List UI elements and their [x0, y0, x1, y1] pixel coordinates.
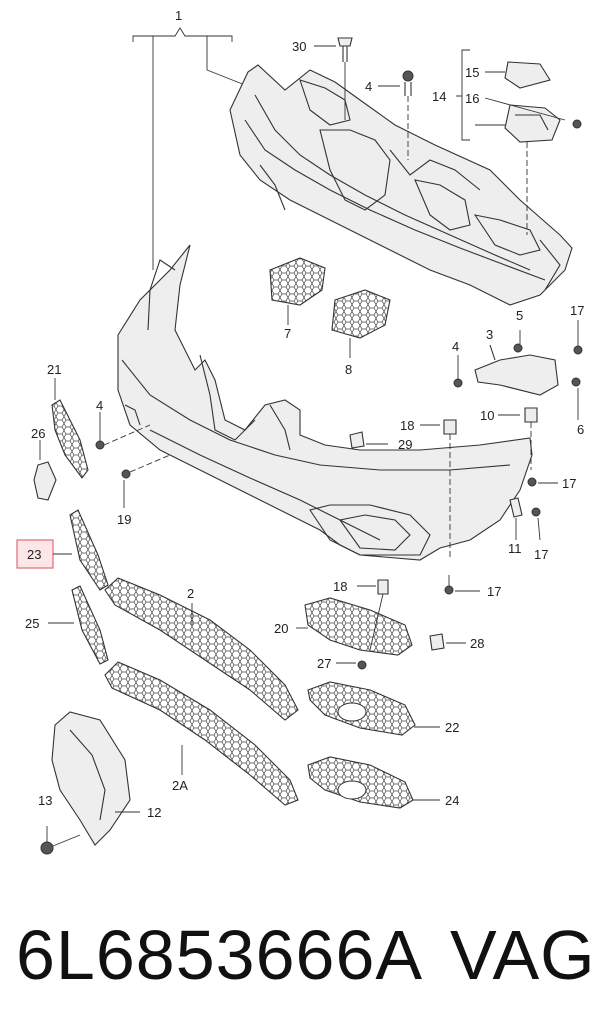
fog-grille-20 [296, 597, 413, 656]
clip-28 [429, 633, 466, 651]
brand-label: VAG [450, 916, 596, 994]
fog-grille-24 [307, 756, 440, 809]
callout-21: 21 [47, 362, 61, 377]
callout-13: 13 [38, 793, 52, 808]
callout-27: 27 [317, 656, 331, 671]
callout-17-d: 17 [487, 584, 501, 599]
left-trim-21-26 [33, 378, 171, 508]
callout-23: 23 [27, 547, 41, 562]
callout-2: 2 [187, 586, 194, 601]
callout-17-b: 17 [562, 476, 576, 491]
callout-4-left: 4 [96, 398, 103, 413]
clip-30 [314, 37, 353, 120]
callout-30: 30 [292, 39, 306, 54]
callout-14: 14 [432, 89, 446, 104]
callout-4-top: 4 [365, 79, 372, 94]
clip-18-top [420, 419, 457, 560]
callout-11: 11 [508, 541, 522, 556]
fog-grille-22 [307, 681, 440, 736]
bracket-3 [453, 320, 583, 420]
undertray-12 [40, 711, 140, 855]
callout-26: 26 [31, 426, 45, 441]
part-number: 6L6853666A [16, 916, 424, 994]
callout-12: 12 [147, 805, 161, 820]
callout-16: 16 [465, 91, 479, 106]
callout-1: 1 [175, 8, 182, 23]
clip-29 [349, 431, 388, 449]
callout-17-a: 17 [570, 303, 584, 318]
vent-7 [269, 257, 326, 325]
lower-grille-2a [104, 661, 299, 806]
callout-29: 29 [398, 437, 412, 452]
center-grille-2 [104, 577, 299, 721]
group-14 [456, 49, 582, 235]
callout-1-leader [132, 27, 246, 270]
callout-20: 20 [274, 621, 288, 636]
callout-15: 15 [465, 65, 479, 80]
callout-22: 22 [445, 720, 459, 735]
exploded-parts-diagram: 1 30 4 14 15 16 [16, 8, 584, 855]
fasteners-right [444, 477, 558, 595]
screw-4-top [378, 70, 414, 160]
callout-18-lower: 18 [333, 579, 347, 594]
callout-28: 28 [470, 636, 484, 651]
grille-trim-25 [48, 585, 109, 665]
callout-5: 5 [516, 308, 523, 323]
clip-10 [498, 407, 538, 470]
callout-17-c: 17 [534, 547, 548, 562]
callout-25: 25 [25, 616, 39, 631]
bumper-carrier [229, 64, 573, 306]
callout-18-top: 18 [400, 418, 414, 433]
callout-23-highlight [16, 539, 54, 569]
callout-10: 10 [480, 408, 494, 423]
bumper-cover [117, 244, 533, 561]
callout-4-right: 4 [452, 339, 459, 354]
callout-8: 8 [345, 362, 352, 377]
callout-19: 19 [117, 512, 131, 527]
callout-6: 6 [577, 422, 584, 437]
callout-2a: 2A [172, 778, 188, 793]
callout-24: 24 [445, 793, 459, 808]
grille-trim-23 [53, 509, 109, 591]
vent-8 [331, 289, 391, 358]
clip-18-lower [357, 579, 389, 651]
callout-7: 7 [284, 326, 291, 341]
screw-27 [336, 660, 367, 670]
callout-3: 3 [486, 327, 493, 342]
